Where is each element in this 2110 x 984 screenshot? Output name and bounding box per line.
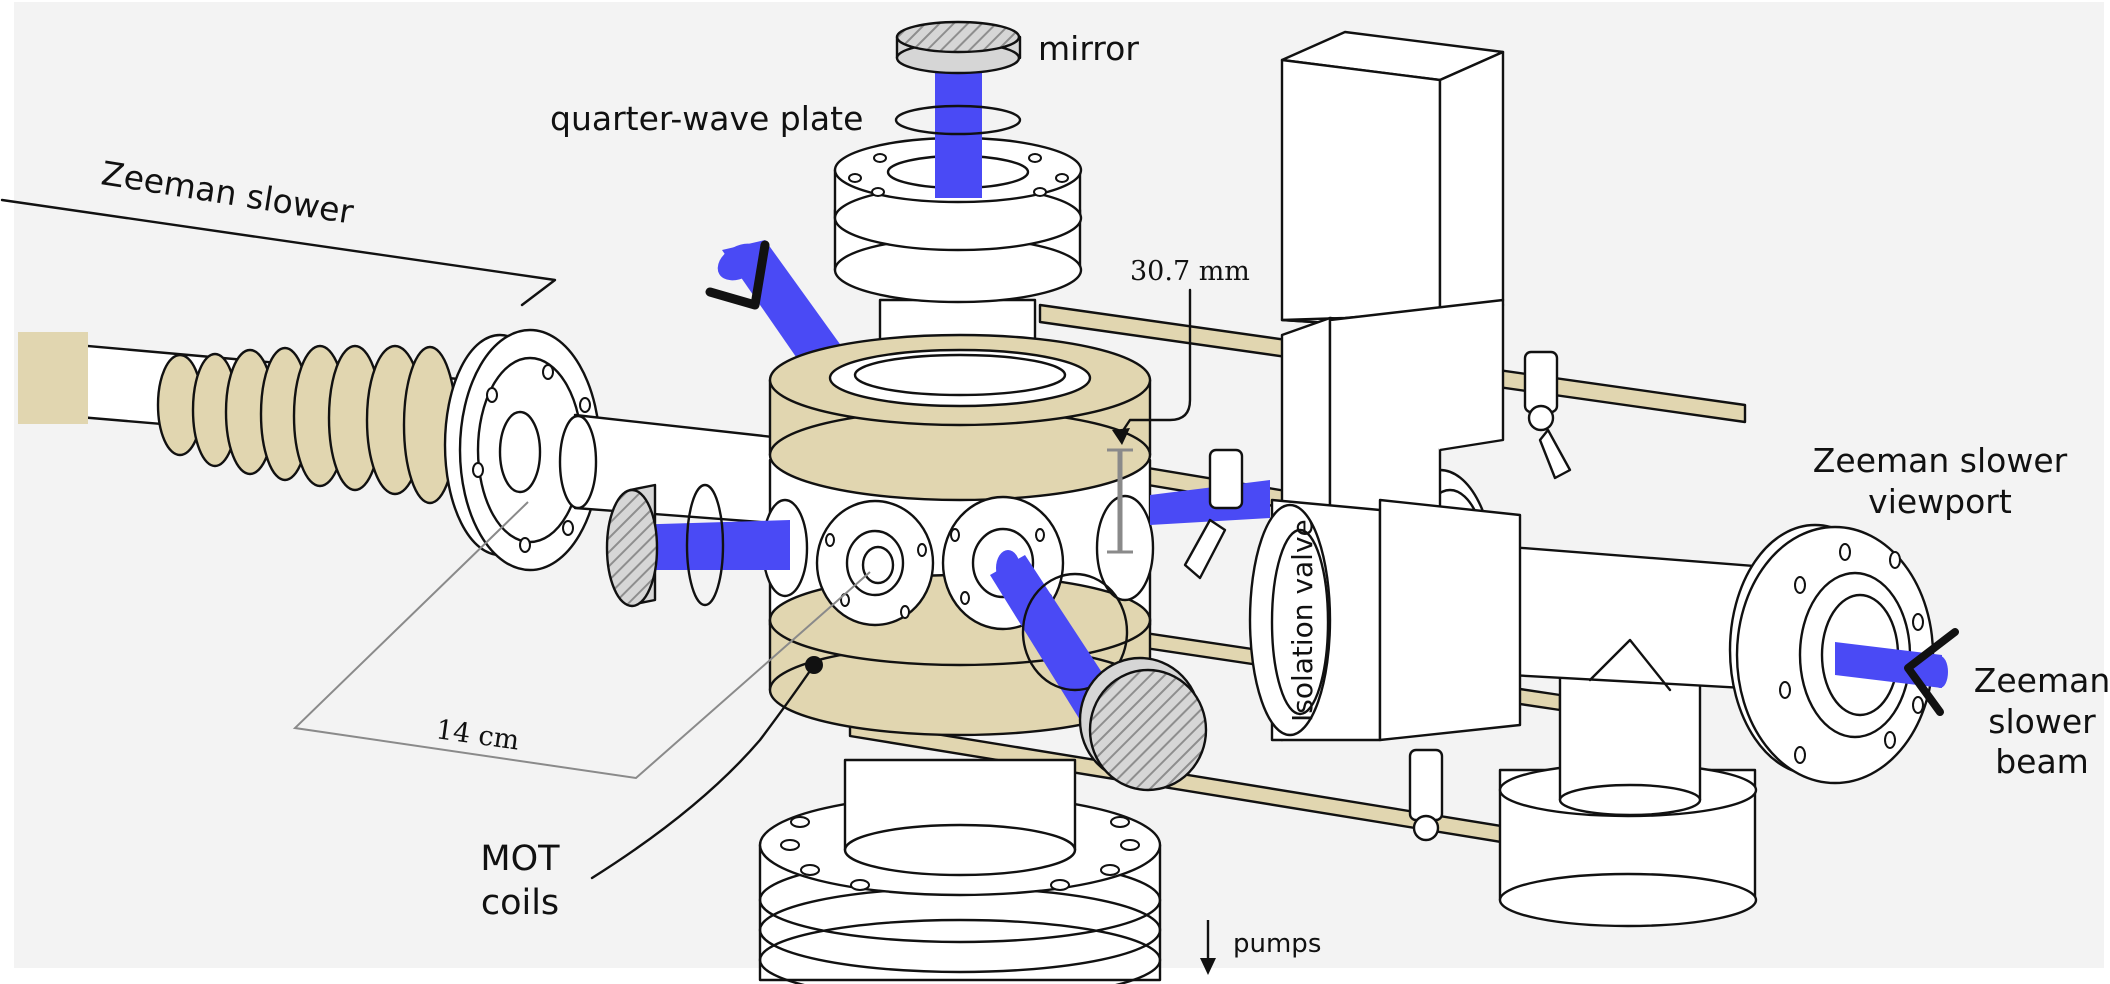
label-zeeman-viewport-2: viewport	[1868, 482, 2012, 521]
label-mot-coils-1: MOT	[480, 839, 560, 879]
top-mirror	[895, 20, 1022, 75]
label-mot-coils-2: coils	[481, 883, 559, 923]
upper-beam-reflector	[705, 240, 770, 310]
lower-mirror	[1088, 668, 1208, 792]
arrow-down-icon	[1200, 920, 1216, 975]
label-zeeman-beam-2: slower	[1988, 702, 2096, 741]
label-mirror: mirror	[1038, 29, 1139, 68]
bottom-flange-stack	[758, 758, 1162, 984]
zeeman-slower-bracket	[0, 198, 557, 307]
label-pumps: pumps	[1233, 929, 1321, 959]
horizontal-mot-beam	[605, 483, 790, 608]
label-quarter-wave-plate: quarter-wave plate	[550, 99, 863, 138]
coil-spacing-dimension	[1107, 288, 1192, 554]
vertical-mot-beam	[935, 60, 982, 198]
label-isolation-valve: Isolation valve	[1286, 519, 1319, 722]
zeeman-beam-reflector	[1904, 628, 1959, 716]
slower-coil-windings	[18, 332, 458, 505]
label-zeeman-viewport-1: Zeeman slower	[1813, 441, 2068, 480]
diagonal-mot-beam-lower	[990, 550, 1208, 792]
zeeman-slower-assembly	[18, 328, 802, 572]
diagonal-mot-beam-upper	[705, 240, 855, 380]
rod-clamps	[1183, 350, 1572, 842]
label-dimension-vertical: 30.7 mm	[1130, 256, 1250, 287]
zeeman-slower-beam	[1835, 628, 1959, 716]
lower-quarter-wave-plate	[1021, 572, 1129, 692]
flange-distance-dimension	[292, 501, 871, 780]
top-quarter-wave-plate	[894, 104, 1022, 136]
left-quarter-wave-plate	[685, 483, 725, 607]
isolation-valve-assembly	[1248, 30, 1522, 742]
left-mirror	[605, 488, 659, 608]
label-zeeman-beam-3: beam	[1995, 742, 2089, 781]
label-zeeman-beam-1: Zeeman	[1974, 661, 2110, 700]
mot-coils-leader	[590, 656, 823, 880]
